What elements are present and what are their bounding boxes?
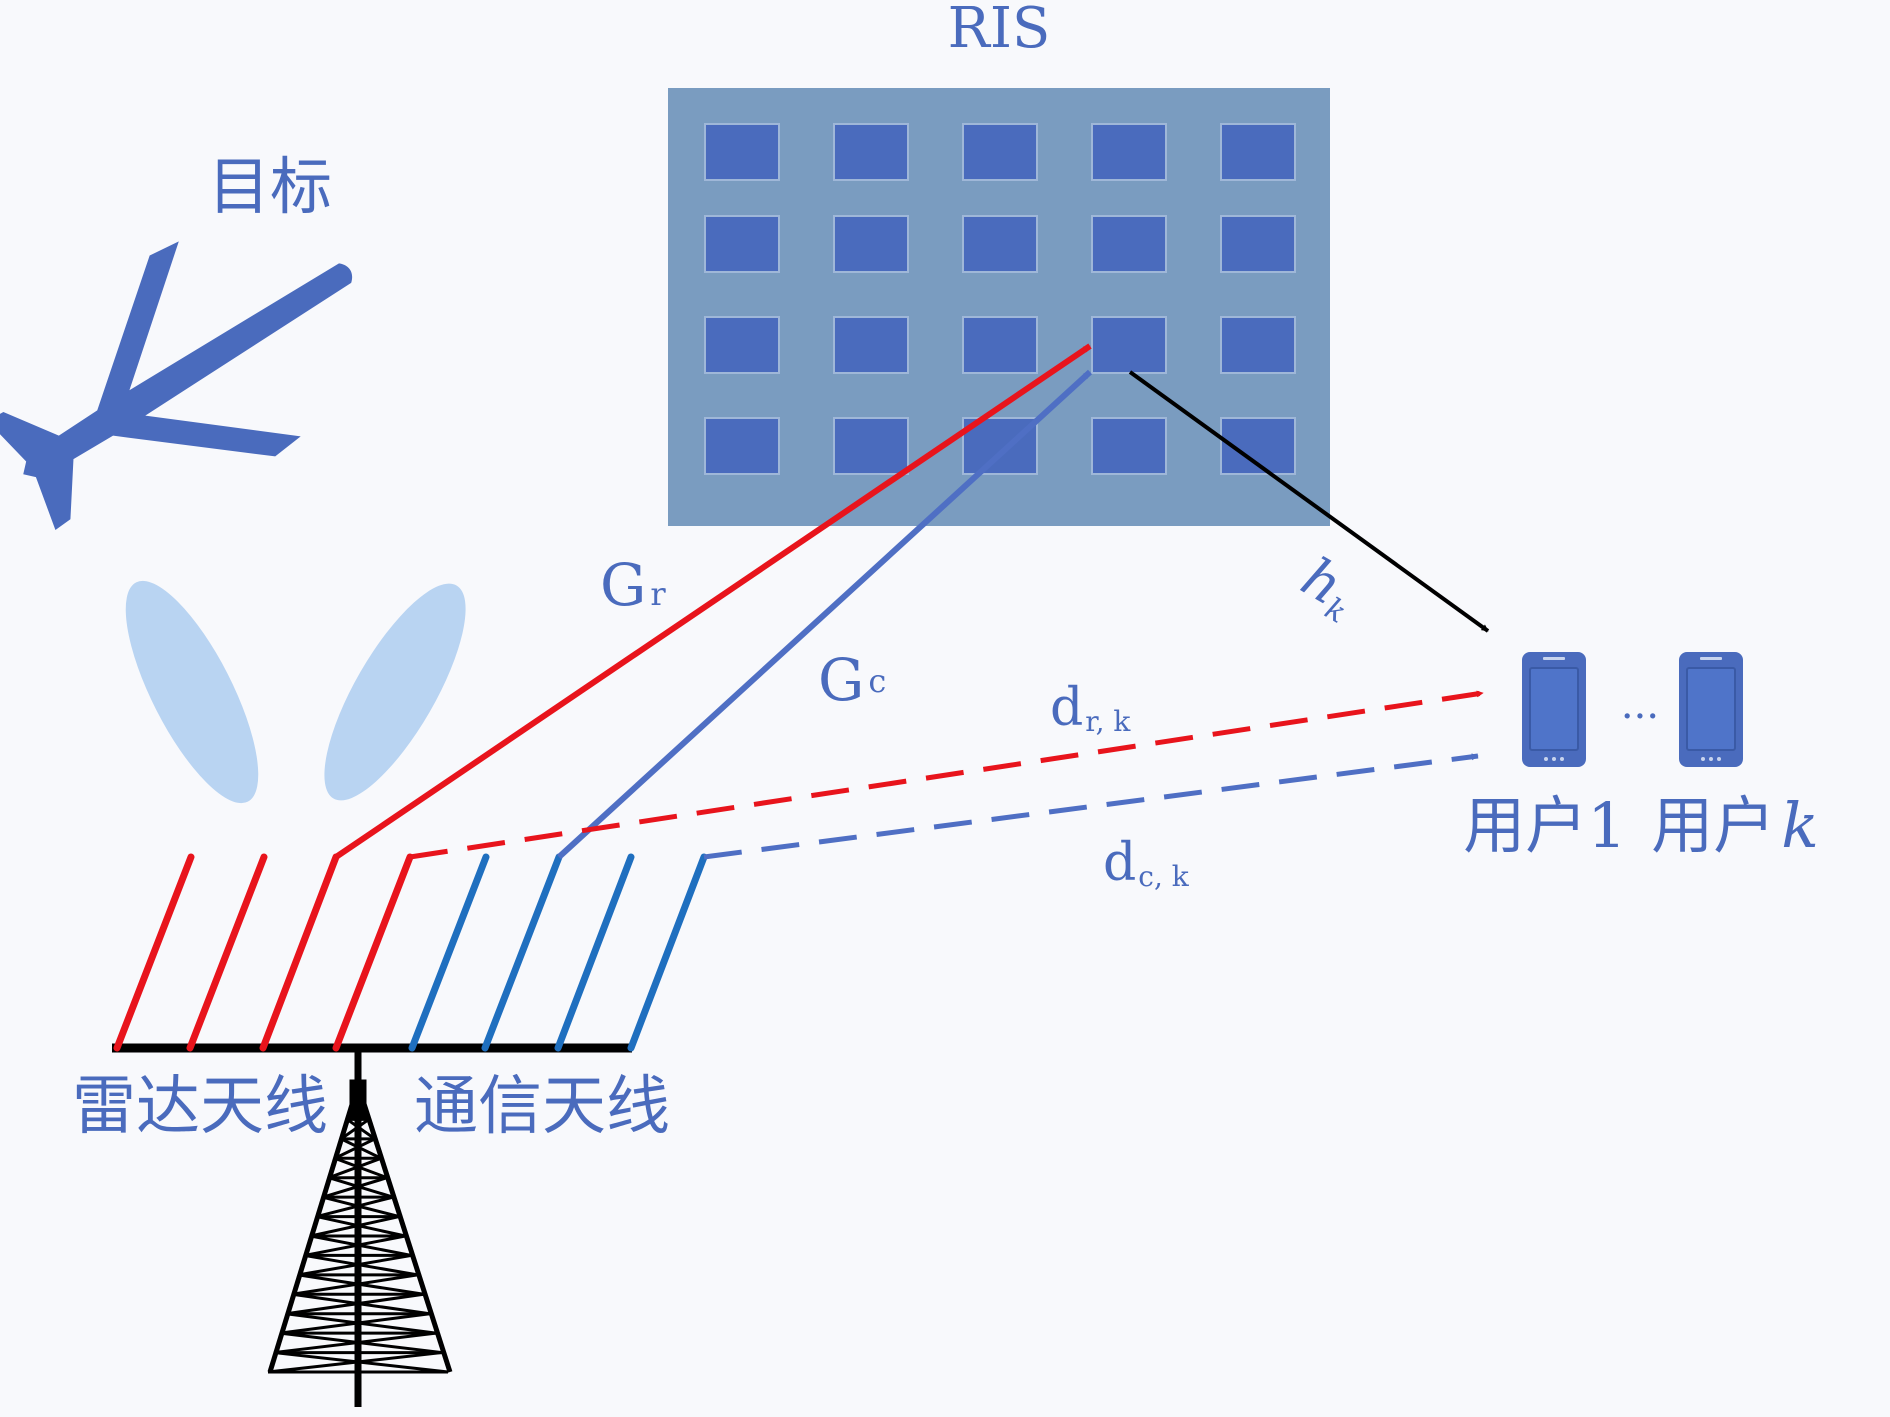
ris-element (1091, 316, 1167, 374)
ris-element (704, 123, 780, 181)
ris-element (704, 215, 780, 273)
smartphone-icon (1679, 652, 1743, 767)
tower-lattice-strut (286, 1292, 424, 1316)
channel-label-hk: hk (1289, 545, 1369, 630)
ris-element (833, 417, 909, 475)
channel-label-dck-sub: c, k (1138, 860, 1189, 893)
ris-element (962, 316, 1038, 374)
channel-label-gr-main: G (600, 551, 646, 619)
tower-lattice-strut (328, 1176, 394, 1199)
channel-label-gr-sub: r (650, 575, 666, 613)
ris-title: RIS (948, 0, 1051, 61)
cell-tower-icon (267, 1048, 453, 1407)
ris-element (833, 123, 909, 181)
comm-antenna-label: 通信天线 (414, 1070, 670, 1144)
channel-label-drk-sub: r, k (1085, 705, 1131, 738)
user-k-label-index: k (1781, 789, 1819, 862)
radar-beam-lobe-right (324, 583, 466, 801)
tower-lattice-strut (322, 1195, 400, 1219)
tower-lattice-strut (279, 1312, 430, 1335)
smartphone-icon (1522, 652, 1586, 767)
tower-lattice-strut (316, 1195, 394, 1219)
ris-element (833, 215, 909, 273)
users-ellipsis: ··· (1621, 694, 1659, 740)
tower-lattice-strut (352, 1099, 370, 1121)
ris-element (704, 417, 780, 475)
tower-lattice-strut (322, 1176, 388, 1199)
tower-lattice-strut (340, 1118, 370, 1141)
tower-lattice-strut (346, 1118, 376, 1141)
ris-to-user-link (1128, 370, 1490, 633)
channel-label-drk: dr, k (1050, 678, 1131, 738)
channel-label-gc-main: G (818, 646, 864, 714)
radar-antenna-element (113, 853, 195, 1052)
channel-label-dck: dc, k (1103, 833, 1190, 893)
radar-antenna-element (186, 853, 268, 1052)
comm-antenna-element (481, 853, 563, 1052)
ris-element (1091, 123, 1167, 181)
ris-element (962, 123, 1038, 181)
target-label: 目标 (208, 150, 332, 223)
tower-lattice-strut (267, 1351, 443, 1374)
channel-label-dck-main: d (1103, 833, 1136, 893)
tower-lattice-strut (292, 1273, 418, 1296)
ris-element (1220, 215, 1296, 273)
ris-element (704, 316, 780, 374)
tower-lattice-strut (334, 1137, 376, 1160)
tower-lattice-strut (334, 1156, 388, 1180)
comm-antenna-element (554, 853, 635, 1052)
radar-beam-lobe-left (125, 580, 259, 804)
user-1-label: 用户1 (1463, 789, 1626, 862)
radar-to-ris-link (334, 343, 1092, 860)
tower-lattice-strut (310, 1215, 400, 1238)
radar-antenna-array (113, 853, 414, 1052)
comm-direct-link (703, 753, 1479, 860)
tower-lattice-strut (273, 1331, 436, 1355)
comm-to-ris-link (556, 369, 1093, 860)
ris-element (1091, 417, 1167, 475)
comm-antenna-array (408, 853, 708, 1052)
radar-antenna-element (332, 853, 414, 1052)
radar-antenna-element (259, 853, 340, 1052)
tower-lattice-strut (340, 1137, 382, 1160)
ris-element (962, 215, 1038, 273)
user-k-label: 用户k (1651, 789, 1819, 862)
user-k-label-prefix: 用户 (1651, 789, 1775, 862)
ris-element-grid (704, 123, 1296, 475)
comm-antenna-element (408, 853, 490, 1052)
tower-lattice-strut (328, 1156, 382, 1180)
ris-element (1220, 123, 1296, 181)
channel-label-drk-main: d (1050, 678, 1083, 738)
tower-lattice-strut (304, 1234, 406, 1257)
airplane-icon (0, 241, 353, 531)
comm-antenna-element (627, 853, 708, 1052)
tower-lattice-strut (346, 1099, 364, 1121)
radar-antenna-label: 雷达天线 (72, 1070, 328, 1144)
channel-label-gc-sub: c (868, 662, 886, 700)
radar-direct-link (409, 690, 1484, 860)
tower-lattice-strut (298, 1253, 412, 1277)
ris-element (1091, 215, 1167, 273)
ris-element (833, 316, 909, 374)
ris-element (1220, 316, 1296, 374)
